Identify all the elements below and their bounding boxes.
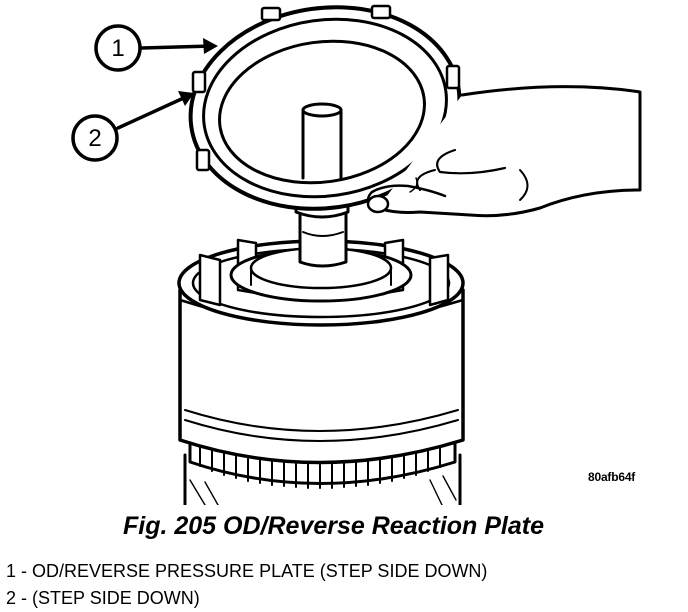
technician-hand bbox=[366, 85, 642, 218]
figure-illustration: 1 2 bbox=[71, 4, 642, 505]
callout-number-1: 1 bbox=[111, 35, 124, 62]
callout-circle-2 bbox=[71, 114, 119, 162]
clutch-drum bbox=[177, 238, 465, 505]
callout-number-2: 2 bbox=[88, 125, 101, 152]
figure-caption: Fig. 205 OD/Reverse Reaction Plate bbox=[123, 512, 545, 540]
pressure-plate bbox=[188, 4, 462, 211]
legend-item-2: 2 - (STEP SIDE DOWN) bbox=[6, 588, 200, 608]
legend-item-1: 1 - OD/REVERSE PRESSURE PLATE (STEP SIDE… bbox=[6, 561, 488, 581]
image-code: 80afb64f bbox=[588, 470, 636, 484]
callout-arrows bbox=[116, 44, 214, 130]
callout-circle-1 bbox=[94, 24, 142, 72]
figure-legend: 1 - OD/REVERSE PRESSURE PLATE (STEP SIDE… bbox=[6, 558, 487, 612]
